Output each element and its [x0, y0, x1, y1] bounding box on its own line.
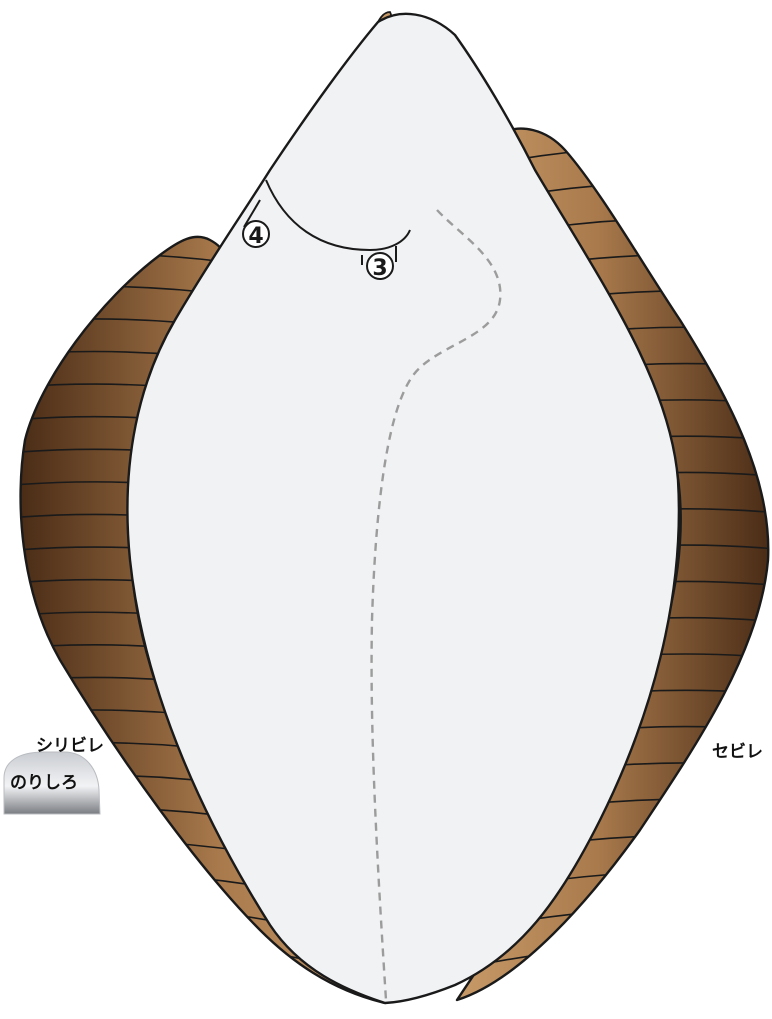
svg-text:3: 3 [372, 256, 387, 281]
glue-tab-label: のりしろ [10, 773, 78, 793]
dorsal-fin-ray [470, 981, 772, 1003]
dorsal-fin-label: セビレ [712, 742, 763, 762]
anal-fin-ray [0, 971, 310, 993]
anal-fin-ray [0, 938, 310, 960]
svg-text:4: 4 [248, 224, 263, 249]
anal-fin-label: シリビレ [36, 736, 104, 756]
